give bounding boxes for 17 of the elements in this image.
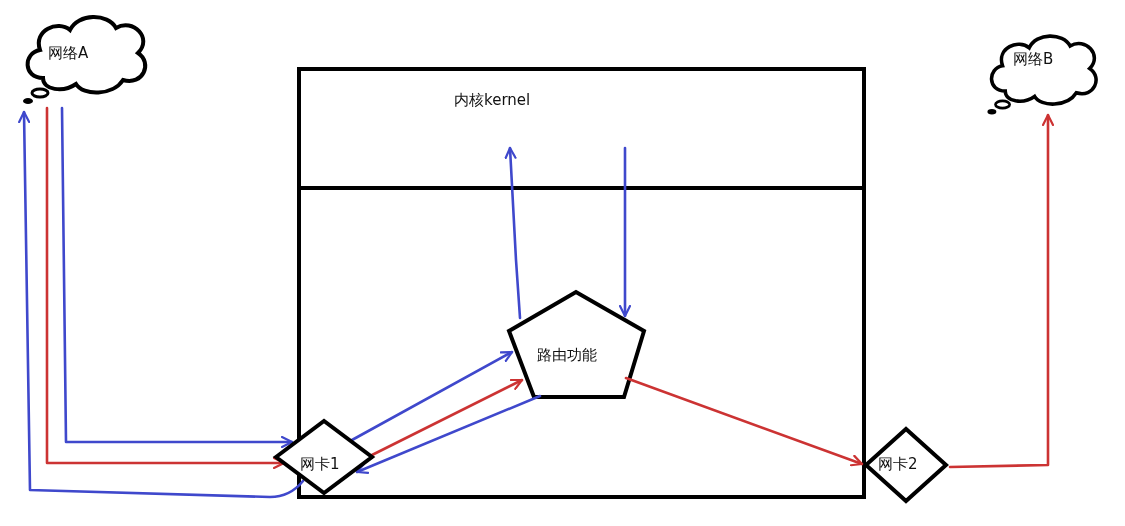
arrow <box>370 378 524 457</box>
pentagon-label: 路由功能 <box>537 346 597 365</box>
kernel-label: 内核kernel <box>454 91 531 110</box>
arrow <box>504 146 522 320</box>
arrow <box>618 146 632 318</box>
diamond-label: 网卡2 <box>878 455 918 474</box>
arrow <box>948 113 1055 469</box>
diamond-shape <box>274 419 374 495</box>
arrow <box>18 110 305 499</box>
diamond-shape <box>864 427 948 503</box>
arrow <box>350 350 514 442</box>
pentagon-shape <box>507 290 647 400</box>
cloud-label: 网络B <box>1013 50 1054 69</box>
diamond-label: 网卡1 <box>300 455 340 474</box>
arrow <box>355 394 542 474</box>
arrow <box>624 376 864 467</box>
cloud-label: 网络A <box>48 44 89 63</box>
